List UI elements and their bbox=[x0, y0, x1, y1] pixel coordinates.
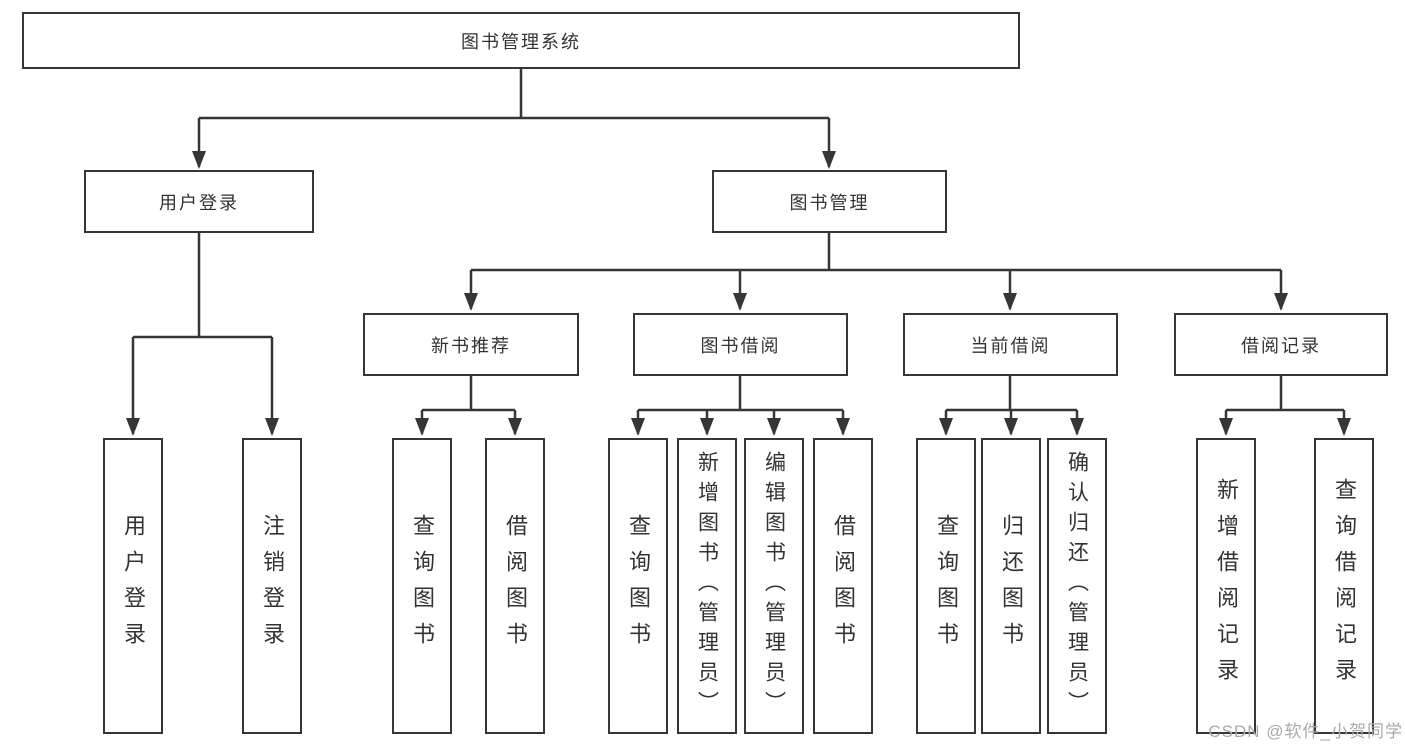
node-label: 查询图书 bbox=[410, 514, 435, 658]
node-book-borrowing: 图书借阅 bbox=[633, 313, 848, 376]
node-label: 注销登录 bbox=[260, 514, 285, 658]
node-leaf-add-borrow-record: 新增借阅记录 bbox=[1196, 438, 1256, 734]
node-borrow-records: 借阅记录 bbox=[1174, 313, 1388, 376]
node-leaf-query-borrow-record: 查询借阅记录 bbox=[1314, 438, 1374, 734]
node-book-management: 图书管理 bbox=[712, 170, 947, 233]
node-label: 新书推荐 bbox=[431, 335, 511, 356]
node-user-login: 用户登录 bbox=[84, 170, 314, 233]
node-label: 确认归还（管理员） bbox=[1065, 451, 1089, 721]
node-label: 图书管理 bbox=[789, 192, 870, 213]
node-leaf-query-books-current: 查询图书 bbox=[916, 438, 976, 734]
node-leaf-user-login: 用户登录 bbox=[103, 438, 163, 734]
node-leaf-query-books-borrow: 查询图书 bbox=[608, 438, 668, 734]
node-leaf-return-books: 归还图书 bbox=[981, 438, 1041, 734]
node-label: 编辑图书（管理员） bbox=[762, 451, 786, 721]
node-current-borrowing: 当前借阅 bbox=[903, 313, 1118, 376]
node-label: 借阅图书 bbox=[831, 514, 856, 658]
node-leaf-borrow-books-borrow: 借阅图书 bbox=[813, 438, 873, 734]
node-library-management-system: 图书管理系统 bbox=[22, 12, 1020, 69]
node-label: 查询图书 bbox=[626, 514, 651, 658]
node-label: 借阅图书 bbox=[503, 514, 528, 658]
node-leaf-query-books-rec: 查询图书 bbox=[392, 438, 452, 734]
node-leaf-add-books-admin: 新增图书（管理员） bbox=[677, 438, 737, 734]
node-label: 用户登录 bbox=[121, 514, 146, 658]
node-label: 归还图书 bbox=[999, 514, 1024, 658]
node-label: 用户登录 bbox=[159, 192, 239, 213]
csdn-watermark: CSDN @软件_小贺同学 bbox=[1208, 722, 1403, 741]
node-label: 查询借阅记录 bbox=[1332, 478, 1357, 694]
node-new-book-recommend: 新书推荐 bbox=[363, 313, 579, 376]
node-label: 借阅记录 bbox=[1241, 335, 1321, 356]
connector-path bbox=[133, 69, 1344, 412]
node-label: 图书借阅 bbox=[700, 335, 781, 356]
node-label: 图书管理系统 bbox=[461, 31, 581, 52]
node-label: 新增借阅记录 bbox=[1214, 478, 1239, 694]
node-leaf-logout: 注销登录 bbox=[242, 438, 302, 734]
node-label: 新增图书（管理员） bbox=[695, 451, 719, 721]
node-leaf-borrow-books-rec: 借阅图书 bbox=[485, 438, 545, 734]
node-label: 查询图书 bbox=[934, 514, 959, 658]
node-leaf-confirm-return-admin: 确认归还（管理员） bbox=[1047, 438, 1107, 734]
node-leaf-edit-books-admin: 编辑图书（管理员） bbox=[744, 438, 804, 734]
node-label: 当前借阅 bbox=[970, 335, 1051, 356]
